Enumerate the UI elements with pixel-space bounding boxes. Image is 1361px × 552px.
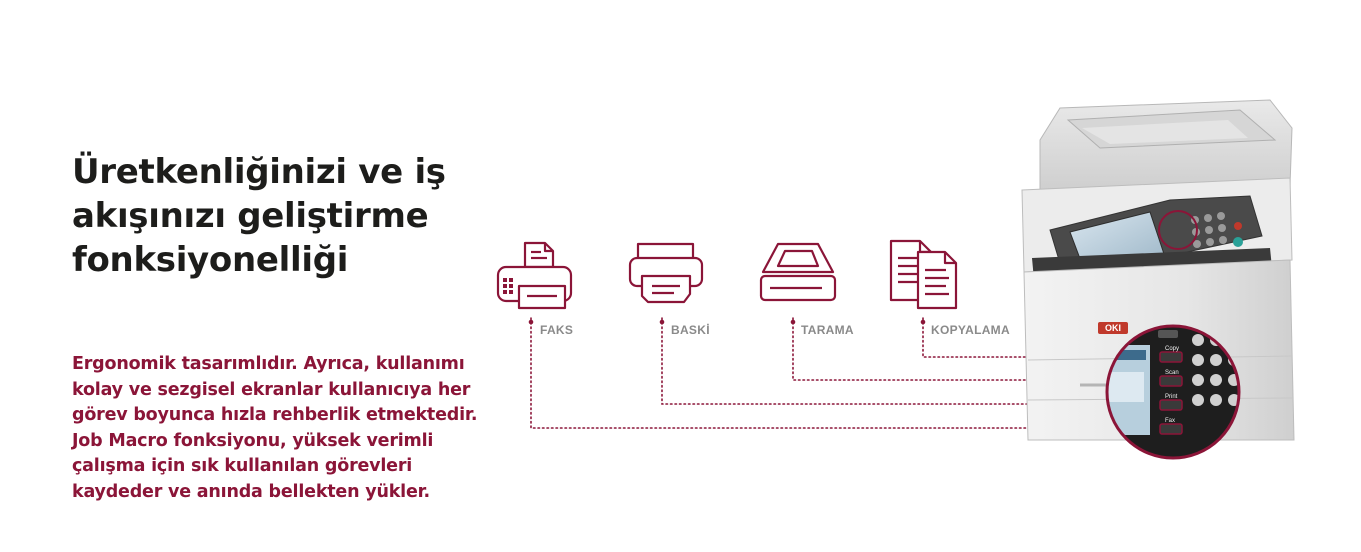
printer-icon	[628, 242, 704, 304]
function-label-scan: TARAMA	[801, 323, 854, 337]
function-label-copy: KOPYALAMA	[931, 323, 1010, 337]
copy-documents-icon	[889, 239, 958, 310]
function-label-print: BASKİ	[671, 323, 710, 337]
feature-description: Ergonomik tasarımlıdır. Ayrıca, kullanım…	[72, 354, 478, 502]
panel-copy-label: Copy	[1165, 346, 1179, 352]
function-label-fax: FAKS	[540, 323, 574, 337]
connector-line-fax	[530, 317, 1143, 429]
connector-line-print	[661, 317, 1141, 405]
zoom-circle-border	[1105, 324, 1241, 460]
connector-line-copy	[922, 317, 1161, 358]
connector-dot-print	[659, 319, 665, 325]
printer-product-image: OKI	[1021, 99, 1295, 441]
panel-print-label: Print	[1165, 394, 1178, 400]
scanner-icon	[759, 242, 837, 302]
connector-dot-scan	[790, 319, 796, 325]
connector-dot-fax	[528, 319, 534, 325]
brand-logo: OKI	[1105, 323, 1121, 333]
panel-fax-label: Fax	[1165, 418, 1175, 424]
panel-scan-label: Scan	[1165, 370, 1179, 376]
connector-dot-copy	[920, 319, 926, 325]
page-title: Üretkenliğinizi ve iş akışınızı geliştir…	[72, 152, 446, 280]
fax-icon	[496, 241, 573, 310]
